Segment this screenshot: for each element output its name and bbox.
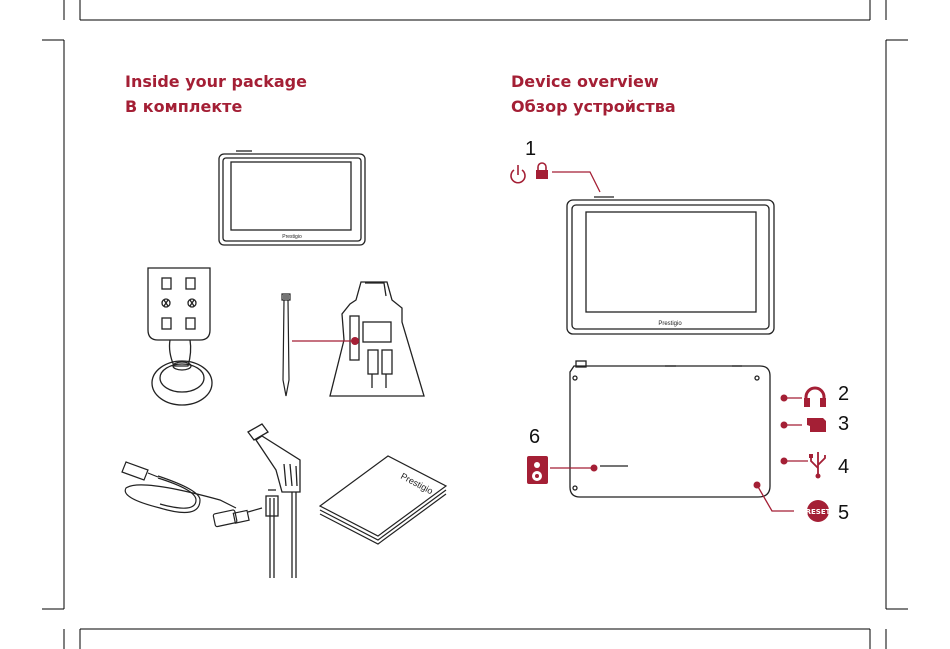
callout-number-3: 3 <box>838 414 849 434</box>
device-overview-title-ru: Обзор устройства <box>511 96 676 118</box>
device-overview-title-en: Device overview <box>511 71 659 93</box>
inside-package-title-en: Inside your package <box>125 71 307 93</box>
inside-package-title-ru: В комплекте <box>125 96 242 118</box>
callout-number-6: 6 <box>529 427 540 447</box>
callout-number-1: 1 <box>525 139 536 159</box>
callout-number-5: 5 <box>838 503 849 523</box>
callout-number-2: 2 <box>838 384 849 404</box>
callout-number-4: 4 <box>838 457 849 477</box>
